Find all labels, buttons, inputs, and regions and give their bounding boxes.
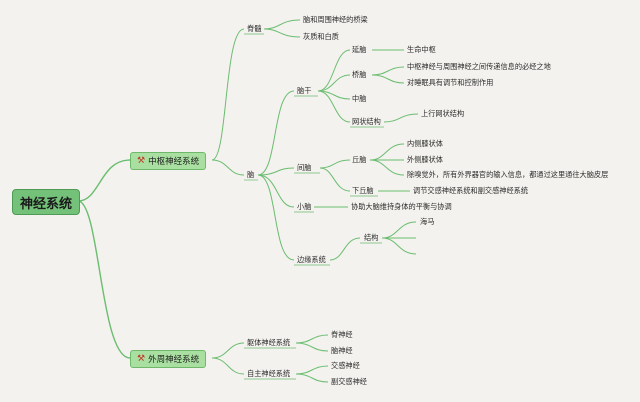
link-spine-2 (263, 28, 301, 38)
qiunao-item-3[interactable]: 除嗅觉外，所有外界器官的输入信息，都通过这里通往大脑皮层 (407, 170, 609, 179)
qiunao-item-1[interactable]: 内侧膝状体 (407, 139, 443, 148)
node-zizhu[interactable]: 自主神经系统 (247, 369, 291, 378)
node-brain[interactable]: 脑 (247, 170, 255, 179)
jiegou-item-1[interactable]: 海马 (420, 217, 435, 226)
link-brain-xiaonao (257, 174, 295, 208)
link-zizhu-2 (295, 373, 329, 383)
link-zizhu-1 (295, 365, 329, 375)
link-root-cns (77, 159, 131, 202)
link-naogan-wangzhuang (317, 90, 351, 123)
link-qugan-1 (295, 334, 329, 344)
node-yannao[interactable]: 延脑 (352, 45, 367, 54)
link-spine-1 (263, 19, 301, 30)
zizhu-item-1[interactable]: 交感神经 (331, 361, 360, 370)
spine-item-2[interactable]: 灰质和白质 (303, 32, 339, 41)
link-naogan-yannao (317, 49, 351, 92)
node-pns-label: 外周神经系统 (148, 355, 200, 365)
node-bianyuan[interactable]: 边缘系统 (297, 255, 326, 264)
node-naogan[interactable]: 脑干 (297, 86, 312, 95)
node-xiaonao[interactable]: 小脑 (297, 202, 312, 211)
node-wangzhuang[interactable]: 网状结构 (352, 117, 381, 126)
yannao-item[interactable]: 生命中枢 (407, 45, 436, 54)
tool-icon: ⚒ (137, 156, 146, 166)
node-jiannao[interactable]: 间脑 (297, 163, 312, 172)
link-bianyuan-jiegou (329, 237, 361, 261)
link-cns-spine (211, 28, 245, 161)
qiaonao-item-2[interactable]: 对睡眠具有调节和控制作用 (407, 78, 494, 87)
link-brain-bianyuan (257, 174, 295, 261)
xiaonao-item[interactable]: 协助大脑维持身体的平衡与协调 (351, 202, 452, 211)
node-qiunao[interactable]: 丘脑 (352, 155, 367, 164)
link-qiunao-3 (369, 159, 405, 176)
xiaqiunao-item[interactable]: 调节交感神经系统和副交感神经系统 (413, 186, 529, 195)
node-pns[interactable]: ⚒ 外周神经系统 (130, 350, 207, 368)
node-xiaqiunao[interactable]: 下丘脑 (352, 186, 374, 195)
link-qiaonao-1 (371, 66, 405, 76)
link-pns-qugan (211, 342, 245, 359)
node-zhongnao[interactable]: 中脑 (352, 94, 367, 103)
node-cns-label: 中枢神经系统 (148, 157, 200, 167)
link-pns-zizhu (211, 357, 245, 375)
zizhu-item-2[interactable]: 副交感神经 (331, 377, 367, 386)
link-brain-naogan (257, 90, 295, 176)
link-cns-brain (211, 159, 245, 176)
node-jiegou[interactable]: 结构 (364, 233, 379, 242)
wangzhuang-item[interactable]: 上行网状结构 (421, 109, 465, 118)
node-cns[interactable]: ⚒ 中枢神经系统 (130, 152, 207, 170)
link-qiunao-1 (369, 143, 405, 161)
node-spine[interactable]: 脊髓 (247, 24, 262, 33)
link-qiaonao-2 (371, 74, 405, 84)
node-qugan[interactable]: 躯体神经系统 (247, 338, 291, 347)
link-jiegou-3 (381, 237, 417, 255)
link-brain-jiannao (257, 167, 295, 176)
link-jiannao-qiunao (319, 159, 351, 169)
link-wangzhuang-item (383, 113, 419, 123)
qugan-item-2[interactable]: 脑神经 (331, 346, 353, 355)
tool-icon: ⚒ (137, 354, 146, 364)
link-qugan-2 (295, 342, 329, 352)
link-jiannao-xiaqiunao (319, 167, 351, 192)
qiaonao-item-1[interactable]: 中枢神经与周围神经之间传递信息的必经之地 (407, 62, 551, 71)
spine-item-1[interactable]: 脑和周围神经的桥梁 (303, 15, 368, 24)
qugan-item-1[interactable]: 脊神经 (331, 330, 353, 339)
link-naogan-qiaonao (317, 74, 351, 92)
root-node[interactable]: 神经系统 (12, 189, 80, 215)
link-jiegou-1 (381, 221, 417, 239)
link-root-pns (77, 200, 131, 359)
node-qiaonao[interactable]: 桥脑 (352, 70, 367, 79)
qiunao-item-2[interactable]: 外侧膝状体 (407, 155, 443, 164)
